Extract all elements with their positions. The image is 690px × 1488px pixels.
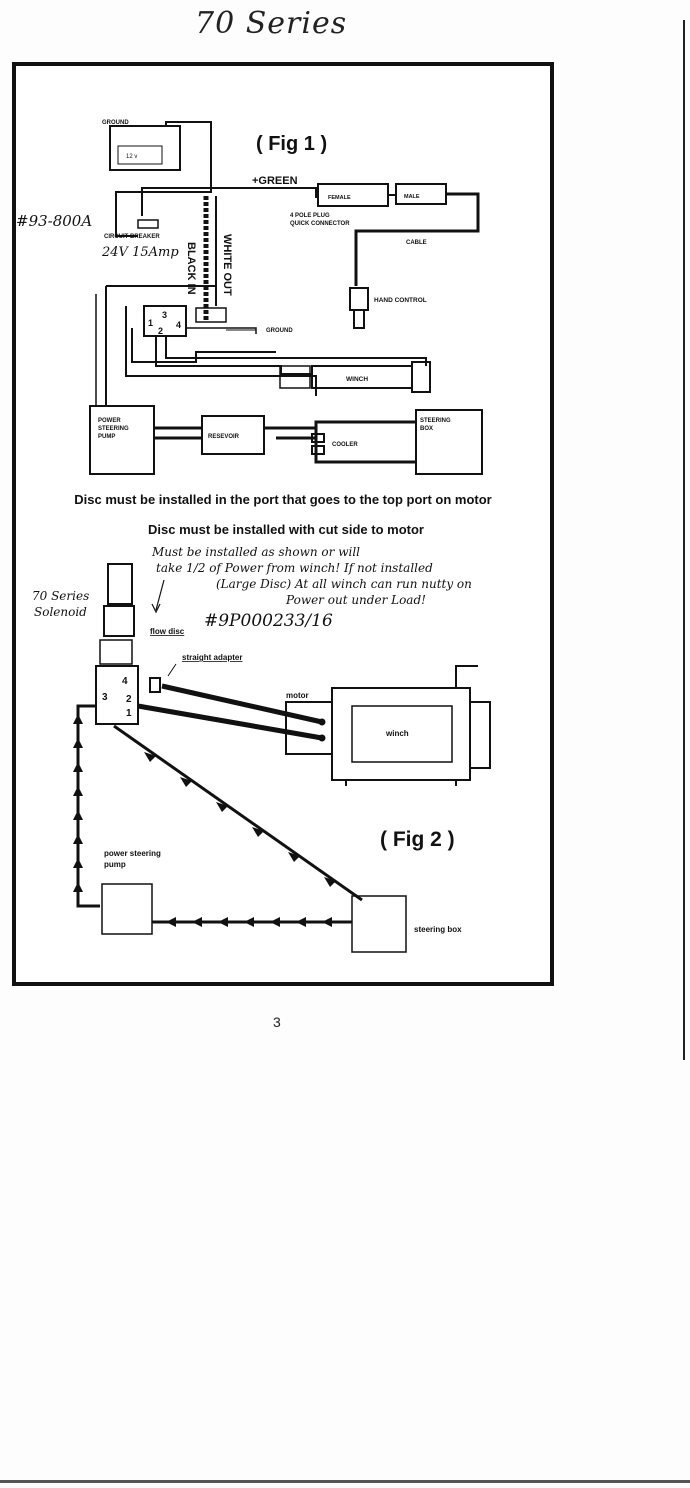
fig2-labels: 70 Series Solenoid flow disc straight ad… xyxy=(32,589,462,934)
flow-disc xyxy=(149,677,161,693)
solenoid-coil-top xyxy=(107,563,133,605)
page-bottom-rule xyxy=(0,1480,690,1483)
steering-box-fig2 xyxy=(351,895,407,953)
cable-label: CABLE xyxy=(406,240,427,246)
green-label: +GREEN xyxy=(252,175,298,187)
straight-adapter-label: straight adapter xyxy=(182,653,242,662)
handwritten-note-1: Must be installed as shown or will xyxy=(151,545,360,559)
page-title: 70 Series xyxy=(195,6,348,41)
solenoid-body xyxy=(95,665,139,725)
pump-fig1 xyxy=(89,405,155,475)
part-number-handwriting: #9P000233/16 xyxy=(204,611,333,631)
ground-mid-label: GROUND xyxy=(266,328,293,334)
solenoid-port-2: 2 xyxy=(158,326,163,336)
notes-group: Disc must be installed in the port that … xyxy=(74,492,491,631)
hand-control-label: HAND CONTROL xyxy=(374,297,427,304)
pump-label-1: POWER xyxy=(98,418,121,424)
battery-box xyxy=(109,125,181,171)
diagram-frame: ( Fig 1 ) GROUND 12 v +GREEN FEMALE MALE… xyxy=(12,62,554,986)
handwritten-note-2: take 1/2 of Power from winch! If not ins… xyxy=(156,561,433,575)
pump-label-2: STEERING xyxy=(98,426,129,432)
pump-label-3: PUMP xyxy=(98,434,115,440)
pump-fig2-label-2: pump xyxy=(104,860,126,869)
plug-label: 4 POLE PLUG xyxy=(290,213,330,219)
solenoid-handwriting-2: Solenoid xyxy=(34,605,87,619)
hand-control xyxy=(349,287,369,311)
solenoid-port-4: 4 xyxy=(176,320,181,330)
white-out-label: WHITE OUT xyxy=(221,234,233,296)
motor xyxy=(285,701,333,755)
handwritten-note-3: (Large Disc) At all winch can run nutty … xyxy=(216,577,472,591)
flow-arrows xyxy=(73,714,336,927)
reservoir xyxy=(201,415,265,455)
page-number: 3 xyxy=(273,1014,281,1030)
page-edge-rule xyxy=(683,20,685,1060)
note-line-2: Disc must be installed with cut side to … xyxy=(148,522,424,537)
battery-label-box xyxy=(117,145,163,165)
breaker-rating-handwriting: 24V 15Amp xyxy=(101,245,179,260)
fig2-port-1: 1 xyxy=(126,708,132,719)
fig2-port-2: 2 xyxy=(126,694,132,705)
solenoid-port-3: 3 xyxy=(162,310,167,320)
fig1-title: ( Fig 1 ) xyxy=(256,133,327,155)
steering-box-fig1 xyxy=(415,409,483,475)
note-line-1: Disc must be installed in the port that … xyxy=(74,492,491,507)
steering-box-label-2: BOX xyxy=(420,426,433,432)
solenoid-port-1: 1 xyxy=(148,318,153,328)
winch-fig1-label: WINCH xyxy=(346,376,368,383)
circuit-breaker xyxy=(137,219,159,229)
solenoid-handwriting-1: 70 Series xyxy=(32,589,89,603)
pump-fig2-label-1: power steering xyxy=(104,849,161,858)
fig1-labels: ( Fig 1 ) GROUND 12 v +GREEN FEMALE MALE… xyxy=(16,120,451,448)
motor-label: motor xyxy=(286,691,309,700)
steering-box-label-1: STEERING xyxy=(420,418,451,424)
breaker-part-handwriting: #93-800A xyxy=(16,212,92,230)
battery-label: 12 v xyxy=(126,154,137,160)
male-label: MALE xyxy=(404,194,420,200)
wiring-diagram: ( Fig 1 ) GROUND 12 v +GREEN FEMALE MALE… xyxy=(16,120,492,953)
winch-fig2-label: winch xyxy=(385,729,409,738)
steering-box-fig2-label: steering box xyxy=(414,925,462,934)
quick-connector-label: QUICK CONNECTOR xyxy=(290,221,350,227)
ground-top-label: GROUND xyxy=(102,120,129,126)
fig2-port-4: 4 xyxy=(122,676,128,687)
fig2-port-3: 3 xyxy=(102,692,108,703)
solenoid-coil-bottom xyxy=(103,605,135,637)
cooler-label: COOLER xyxy=(332,442,358,448)
reservoir-label: RESEVOIR xyxy=(208,434,240,440)
handwritten-note-4: Power out under Load! xyxy=(285,593,426,607)
circuit-breaker-label: CIRCUIT BREAKER xyxy=(104,234,160,240)
fig2-title: ( Fig 2 ) xyxy=(380,828,455,851)
fig1-group xyxy=(89,121,483,475)
black-in-label: BLACK IN xyxy=(185,242,197,295)
flow-disc-label: flow disc xyxy=(150,627,185,636)
female-label: FEMALE xyxy=(328,195,351,201)
pump-fig2 xyxy=(101,883,153,935)
cooler xyxy=(311,433,325,443)
